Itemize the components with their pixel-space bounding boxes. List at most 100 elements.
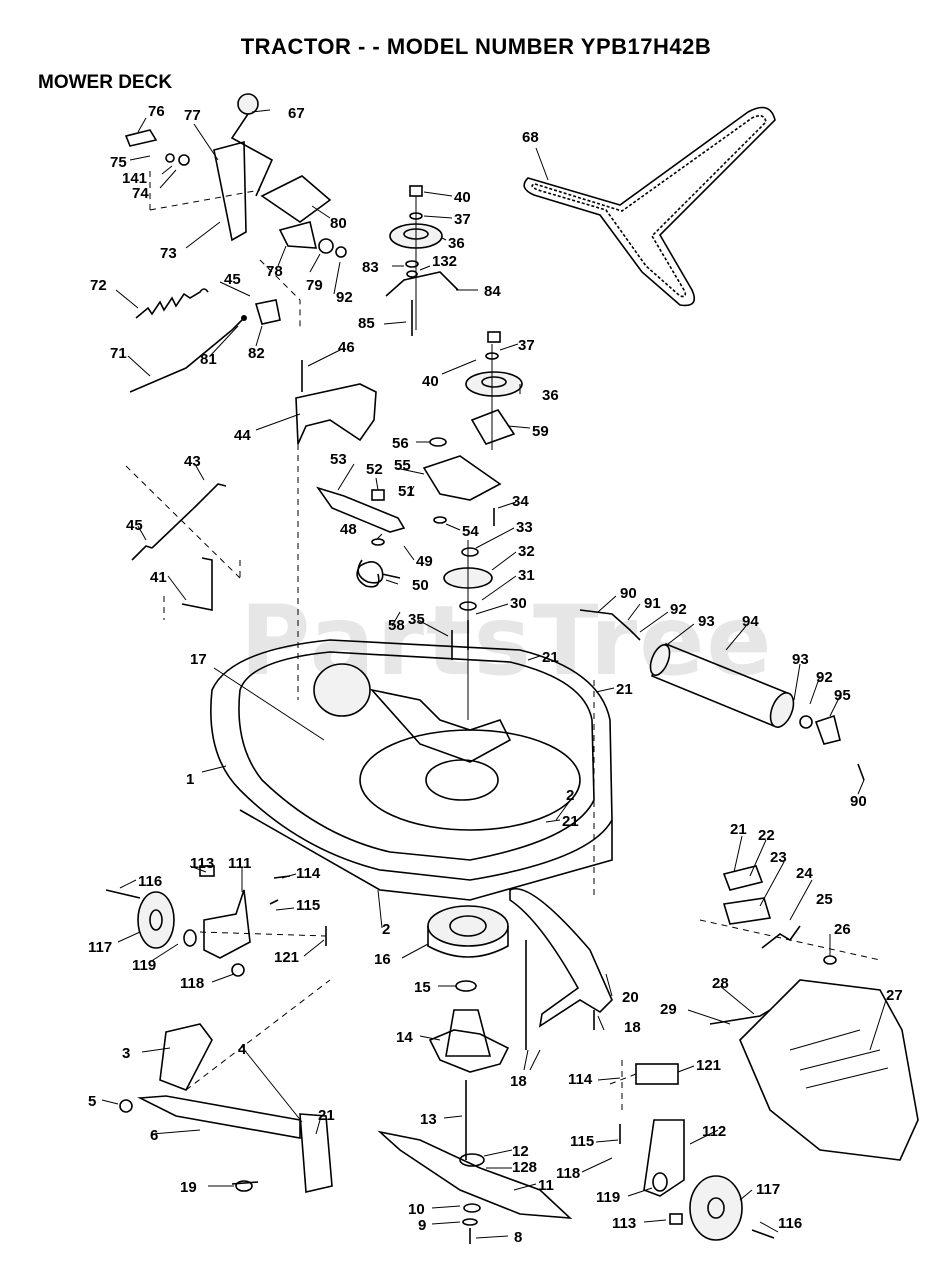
callout-75: 75: [110, 154, 127, 171]
section-title: MOWER DECK: [38, 72, 173, 93]
callout-119: 119: [596, 1189, 620, 1206]
callout-2: 2: [566, 787, 574, 804]
callout-84: 84: [484, 283, 501, 300]
callout-121: 121: [274, 949, 299, 966]
wheel-assembly-right: [609, 1060, 775, 1241]
callout-73: 73: [160, 245, 177, 262]
callout-56: 56: [392, 435, 409, 452]
callout-52: 52: [366, 461, 383, 478]
callout-113: 113: [612, 1215, 636, 1232]
callout-27: 27: [886, 987, 903, 1004]
callout-16: 16: [374, 951, 391, 968]
callout-83: 83: [362, 259, 379, 276]
callout-59: 59: [532, 423, 549, 440]
belt-guard-44: [295, 360, 377, 700]
lift-lever-assembly: [124, 93, 347, 330]
callout-94: 94: [742, 613, 759, 630]
page-title: TRACTOR - - MODEL NUMBER YPB17H42B: [240, 34, 712, 59]
callout-55: 55: [394, 457, 411, 474]
callout-9: 9: [418, 1217, 426, 1234]
callout-21: 21: [616, 681, 633, 698]
callout-25: 25: [816, 891, 833, 908]
callout-112: 112: [702, 1123, 726, 1140]
callout-53: 53: [330, 451, 347, 468]
callout-113: 113: [190, 855, 214, 872]
callout-21: 21: [542, 649, 559, 666]
callout-18: 18: [510, 1073, 527, 1090]
callout-121: 121: [696, 1057, 721, 1074]
callout-117: 117: [88, 939, 112, 956]
callout-36: 36: [448, 235, 465, 252]
callout-114: 114: [568, 1071, 593, 1088]
mower-deck-1: [210, 639, 613, 901]
callout-141: 141: [122, 170, 147, 187]
callout-46: 46: [338, 339, 355, 356]
callout-54: 54: [462, 523, 479, 540]
callout-37: 37: [518, 337, 535, 354]
callout-31: 31: [518, 567, 535, 584]
spindle-assembly: [377, 905, 573, 1244]
center-pulley-stack: [422, 331, 523, 720]
belt-68: [523, 106, 776, 307]
callout-13: 13: [420, 1111, 437, 1128]
callout-95: 95: [834, 687, 851, 704]
callout-20: 20: [622, 989, 639, 1006]
lift-rod-43: [125, 465, 241, 620]
discharge-chute-27: [699, 865, 919, 1161]
callout-5: 5: [88, 1093, 96, 1110]
callout-72: 72: [90, 277, 107, 294]
callout-119: 119: [132, 957, 156, 974]
callout-labels: 76 77 67 75 141 74 73 80 78 79 92 72 45 …: [88, 103, 903, 1246]
callout-21: 21: [318, 1107, 335, 1124]
callout-18: 18: [624, 1019, 641, 1036]
callout-118: 118: [180, 975, 204, 992]
baffle-20: [509, 888, 613, 1050]
callout-128: 128: [512, 1159, 537, 1176]
callout-41: 41: [150, 569, 167, 586]
callout-11: 11: [538, 1177, 554, 1194]
callout-49: 49: [416, 553, 433, 570]
callout-37: 37: [454, 211, 471, 228]
callout-79: 79: [306, 277, 323, 294]
callout-3: 3: [122, 1045, 130, 1062]
callout-116: 116: [778, 1215, 802, 1232]
callout-28: 28: [712, 975, 729, 992]
callout-10: 10: [408, 1201, 425, 1218]
callout-36: 36: [542, 387, 559, 404]
callout-90: 90: [620, 585, 637, 602]
callout-6: 6: [150, 1127, 158, 1144]
callout-71: 71: [110, 345, 127, 362]
link-71: [129, 299, 281, 393]
callout-45: 45: [126, 517, 143, 534]
callout-76: 76: [148, 103, 165, 120]
callout-22: 22: [758, 827, 775, 844]
callout-92: 92: [336, 289, 353, 306]
callout-17: 17: [190, 651, 207, 668]
callout-12: 12: [512, 1143, 529, 1160]
callout-19: 19: [180, 1179, 197, 1196]
callout-77: 77: [184, 107, 201, 124]
callout-24: 24: [796, 865, 813, 882]
callout-34: 34: [512, 493, 529, 510]
spring-58: [356, 559, 401, 588]
callout-92: 92: [816, 669, 833, 686]
callout-21: 21: [562, 813, 579, 830]
callout-26: 26: [834, 921, 851, 938]
spring-72: [135, 288, 209, 319]
callout-92: 92: [670, 601, 687, 618]
callout-2: 2: [382, 921, 390, 938]
callout-93: 93: [698, 613, 715, 630]
callout-35: 35: [408, 611, 425, 628]
callout-21: 21: [730, 821, 747, 838]
callout-44: 44: [234, 427, 251, 444]
callout-115: 115: [296, 897, 320, 914]
callout-14: 14: [396, 1029, 413, 1046]
callout-30: 30: [510, 595, 527, 612]
callout-32: 32: [518, 543, 535, 560]
callout-114: 114: [296, 865, 321, 882]
callout-45: 45: [224, 271, 241, 288]
callout-85: 85: [358, 315, 375, 332]
callout-116: 116: [138, 873, 162, 890]
callout-132: 132: [432, 253, 457, 270]
